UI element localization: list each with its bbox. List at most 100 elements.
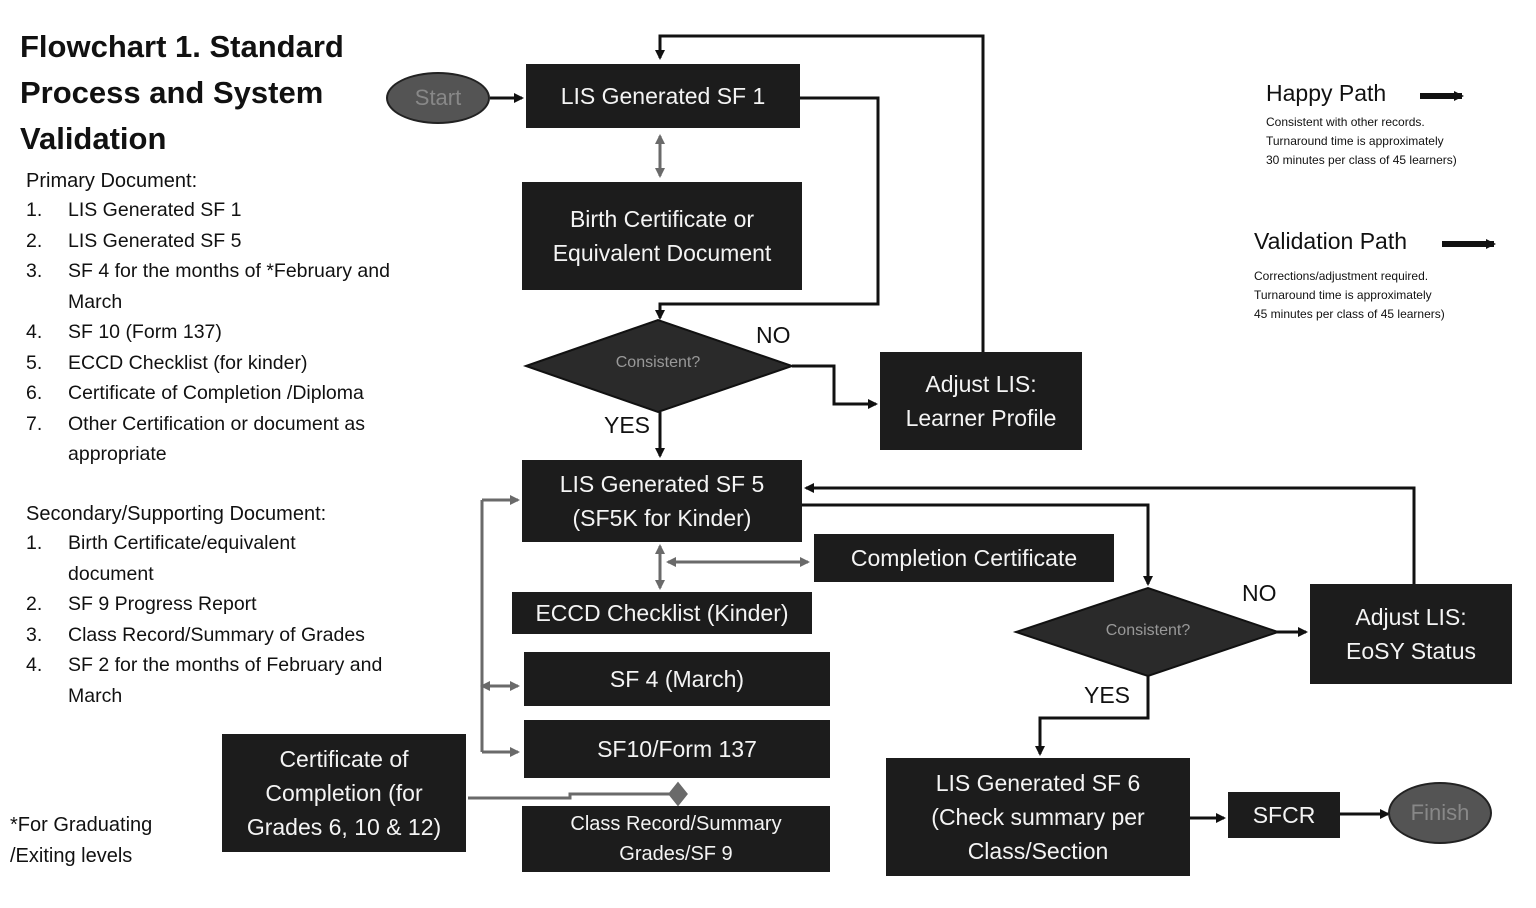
label-yes-1: YES [604,412,651,438]
node-label: SF 4 (March) [609,666,745,692]
node-line: Learner Profile [905,405,1057,431]
node-birth-certificate: Birth Certificate or Equivalent Document [522,182,802,290]
item-text: Birth Certificate/equivalent document [68,532,296,585]
decision-consistent-2-label: Consistent? [1105,622,1191,639]
label-yes-2: YES [1084,682,1131,708]
label-no-1: NO [756,322,791,348]
list-item: 3.SF 4 for the months of *February and M… [26,256,426,317]
node-sf6: LIS Generated SF 6 (Check summary per Cl… [886,758,1190,876]
secondary-document-list: 1.Birth Certificate/equivalent document … [26,528,406,711]
item-number: 1. [26,199,43,221]
node-line: LIS Generated SF 6 [935,770,1141,796]
item-number: 4. [26,654,43,676]
node-line: Adjust LIS: [925,371,1037,397]
list-item: 7. Other Certification or document as app… [26,409,428,470]
item-number: 3. [26,260,43,282]
footnote-line: *For Graduating [10,814,153,836]
connector-sf1-consistent [655,96,880,320]
finish-label: Finish [1410,800,1470,825]
item-text: ECCD Checklist (for kinder) [68,351,308,374]
connector-yes-sf6 [1035,676,1150,756]
node-line: Grades 6, 10 & 12) [246,814,442,840]
node-line: LIS Generated SF 5 [559,471,765,497]
node-line: Certificate of [279,746,409,772]
legend-validation-path: Validation Path Corrections/adjustment r… [1254,228,1524,324]
list-item: 1.LIS Generated SF 1 [26,195,426,226]
item-text: Certificate of Completion /Diploma [68,382,364,404]
item-number: 1. [26,532,43,554]
node-sf1-label: LIS Generated SF 1 [560,83,766,109]
connector-adjust-eosy-sf5 [804,483,1416,584]
secondary-document-section: Secondary/Supporting Document: 1. Birth C… [26,503,446,711]
legend-validation-path-line: Corrections/adjustment required. [1254,269,1429,283]
list-item: 3. Class Record/Summary of Grades [26,620,406,651]
legend-validation-path-line: 45 minutes per class of 45 learners) [1254,307,1445,321]
node-sfcr: SFCR [1228,792,1340,838]
node-line: Completion (for [265,780,423,806]
decision-consistent-1 [522,318,796,414]
node-line: Equivalent Document [552,240,772,266]
node-sf5: LIS Generated SF 5 (SF5K for Kinder) [522,460,802,542]
node-sf4: SF 4 (March) [524,652,830,706]
list-item: 1. Birth Certificate/equivalent document [26,528,378,589]
item-number: 7. [26,412,43,435]
item-number: 2. [26,229,43,252]
node-line: Class Record/Summary [570,813,782,835]
item-text: Class Record/Summary of Grades [68,623,365,646]
node-sf1: LIS Generated SF 1 [526,64,800,128]
node-label: SF10/Form 137 [597,736,757,762]
node-certificate-of-completion: Certificate of Completion (for Grades 6,… [222,734,466,852]
list-item: 4.SF 10 (Form 137) [26,317,426,348]
node-sf10: SF10/Form 137 [524,720,830,778]
node-line: Birth Certificate or [569,206,755,232]
flowchart-title: Flowchart 1. Standard Process and System… [20,24,390,162]
node-line: Class/Section [967,838,1109,864]
item-text: SF 9 Progress Report [68,593,257,615]
list-item: 6. Certificate of Completion /Diploma [26,378,426,409]
item-text: SF 2 for the months of February and Marc… [68,654,383,707]
item-text: Other Certification or document as appro… [68,412,365,466]
finish-terminal: Finish [1388,782,1492,844]
secondary-document-heading: Secondary/Supporting Document: [26,503,327,525]
legend-happy-path-line: Turnaround time is approximately [1266,134,1444,148]
node-label: SFCR [1252,802,1316,828]
item-text: LIS Generated SF 5 [68,229,242,252]
connector-diamond-marker [668,781,688,807]
node-line: (Check summary per [931,804,1145,830]
primary-document-list: 1.LIS Generated SF 1 2. LIS Generated SF … [26,195,426,470]
start-label: Start [414,85,462,110]
decision-consistent-1-label: Consistent? [615,354,701,371]
connector-sf5-consistent2 [800,503,1153,586]
item-number: 2. [26,593,43,615]
node-completion-certificate: Completion Certificate [814,534,1114,582]
connector-cert-classrecord [468,792,672,800]
node-eccd-checklist: ECCD Checklist (Kinder) [512,592,812,634]
list-item: 5. ECCD Checklist (for kinder) [26,348,426,379]
node-adjust-eosy-status: Adjust LIS: EoSY Status [1310,584,1512,684]
node-adjust-learner-profile: Adjust LIS: Learner Profile [880,352,1082,450]
item-number: 3. [26,623,43,646]
item-number: 5. [26,351,43,374]
start-terminal: Start [386,72,490,124]
node-line: (SF5K for Kinder) [572,505,752,531]
node-line: Grades/SF 9 [619,843,733,865]
title-line: Process and System [20,75,324,110]
legend-happy-path: Happy Path Consistent with other records… [1266,80,1526,170]
legend-happy-path-title: Happy Path [1266,80,1387,106]
node-line: Adjust LIS: [1355,604,1467,630]
primary-document-section: Primary Document: 1.LIS Generated SF 1 2… [26,170,466,470]
primary-document-heading: Primary Document: [26,170,198,192]
label-no-2: NO [1242,580,1277,606]
node-label: ECCD Checklist (Kinder) [535,600,789,626]
title-line: Validation [20,121,167,156]
legend-validation-path-title: Validation Path [1254,228,1408,254]
node-line: EoSY Status [1346,638,1476,664]
title-line: Flowchart 1. Standard [20,29,344,64]
list-item: 4. SF 2 for the months of February and Ma… [26,650,438,711]
legend-validation-path-line: Turnaround time is approximately [1254,288,1432,302]
item-number: 6. [26,382,43,404]
connector-adjust-profile-sf1 [655,34,985,354]
list-item: 2. LIS Generated SF 5 [26,226,426,257]
connector-no-adjust-profile [792,364,878,409]
